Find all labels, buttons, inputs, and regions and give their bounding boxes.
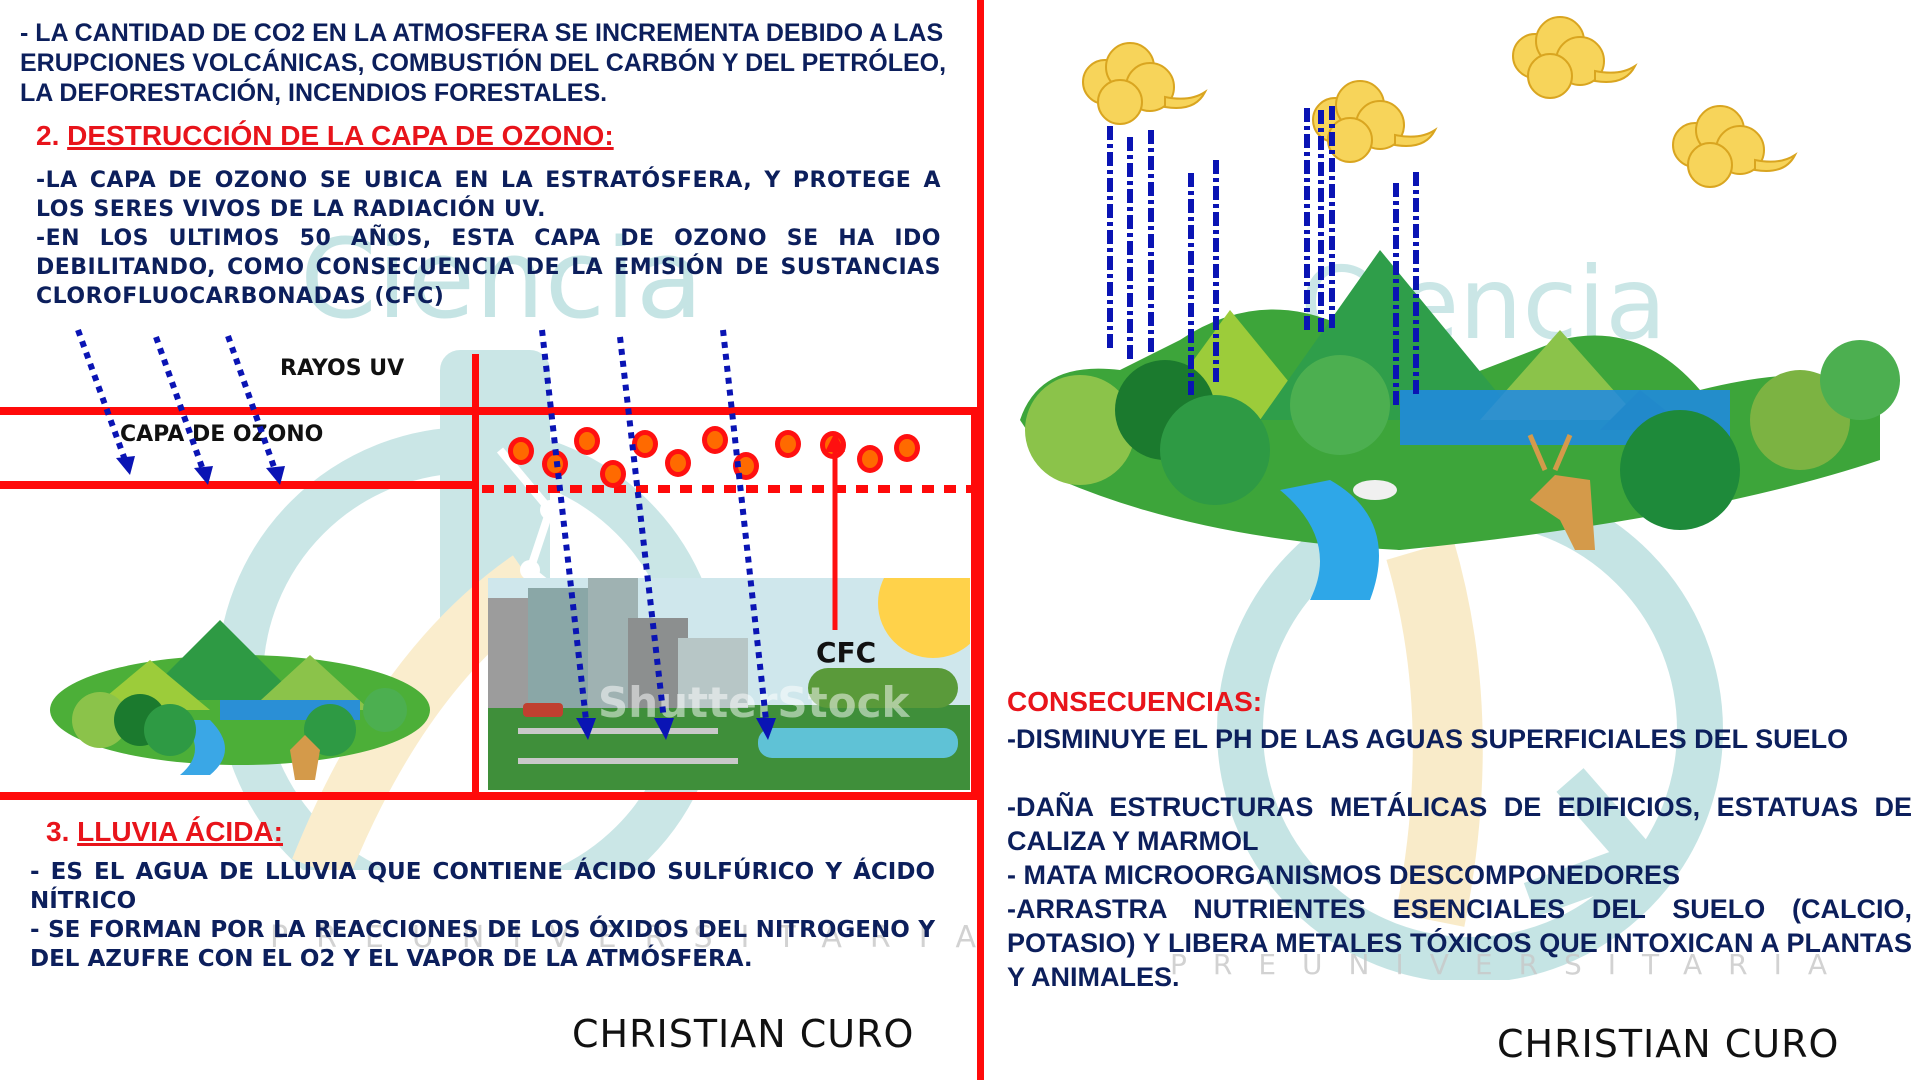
cloud-icon (1312, 80, 1438, 163)
ozone-depleted-dotted-line (482, 485, 974, 493)
section2-number: 2. (36, 120, 60, 151)
author-signature-right: CHRISTIAN CURO (1497, 1022, 1840, 1066)
consequence-item-nutrients: -ARRASTRA NUTRIENTES ESENCIALES DEL SUEL… (1007, 894, 1912, 992)
diagram-vertical-divider (472, 354, 479, 798)
section3-title: 3. LLUVIA ÁCIDA: (46, 816, 283, 848)
cfc-label: CFC (816, 636, 877, 669)
uv-rays-label: RAYOS UV (280, 356, 405, 381)
uv-arrows-penetrating-icon (539, 329, 776, 740)
cloud-icon (1082, 42, 1208, 125)
consequence-item-ph: -DISMINUYE EL PH DE LAS AGUAS SUPERFICIA… (1007, 724, 1849, 754)
center-divider (977, 0, 984, 1080)
cloud-icon (1512, 16, 1638, 99)
city-illustration: ShutterStock (488, 578, 970, 790)
section3-para1: - ES EL AGUA DE LLUVIA QUE CONTIENE ÁCID… (30, 859, 935, 914)
section3-title-text: LLUVIA ÁCIDA: (77, 816, 283, 847)
ozone-bottom-line (0, 481, 478, 489)
intro-co2-text: - LA CANTIDAD DE CO2 EN LA ATMOSFERA SE … (20, 19, 947, 107)
section2-para1: -LA CAPA DE OZONO SE UBICA EN LA ESTRATÓ… (36, 168, 941, 222)
ozone-top-line (0, 407, 980, 415)
ozone-layer-label: CAPA DE OZONO (120, 422, 324, 447)
cloud-icon (1672, 105, 1798, 188)
stock-watermark: ShutterStock (598, 678, 910, 727)
section2-para2: -EN LOS ULTIMOS 50 AÑOS, ESTA CAPA DE OZ… (36, 226, 941, 309)
section3-para2: - SE FORMAN POR LA REACCIONES DE LOS ÓXI… (30, 917, 935, 972)
consequence-item-microorganisms: - MATA MICROORGANISMOS DESCOMPONEDORES (1007, 860, 1681, 890)
section2-title: 2. DESTRUCCIÓN DE LA CAPA DE OZONO: (36, 120, 614, 152)
section2-title-text: DESTRUCCIÓN DE LA CAPA DE OZONO: (67, 120, 614, 151)
small-landscape-illustration (50, 620, 430, 780)
consequences-title: CONSECUENCIAS: (1007, 686, 1263, 717)
uv-arrows-blocked-icon (75, 328, 285, 485)
cfc-rising-arrow-icon (825, 432, 845, 630)
diagram-bottom-line (0, 792, 980, 800)
consequence-item-structures: -DAÑA ESTRUCTURAS METÁLICAS DE EDIFICIOS… (1007, 792, 1912, 856)
section3-number: 3. (46, 816, 70, 847)
landscape-illustration (1020, 250, 1900, 600)
author-signature-left: CHRISTIAN CURO (572, 1012, 915, 1056)
city-frame-right (971, 410, 978, 798)
